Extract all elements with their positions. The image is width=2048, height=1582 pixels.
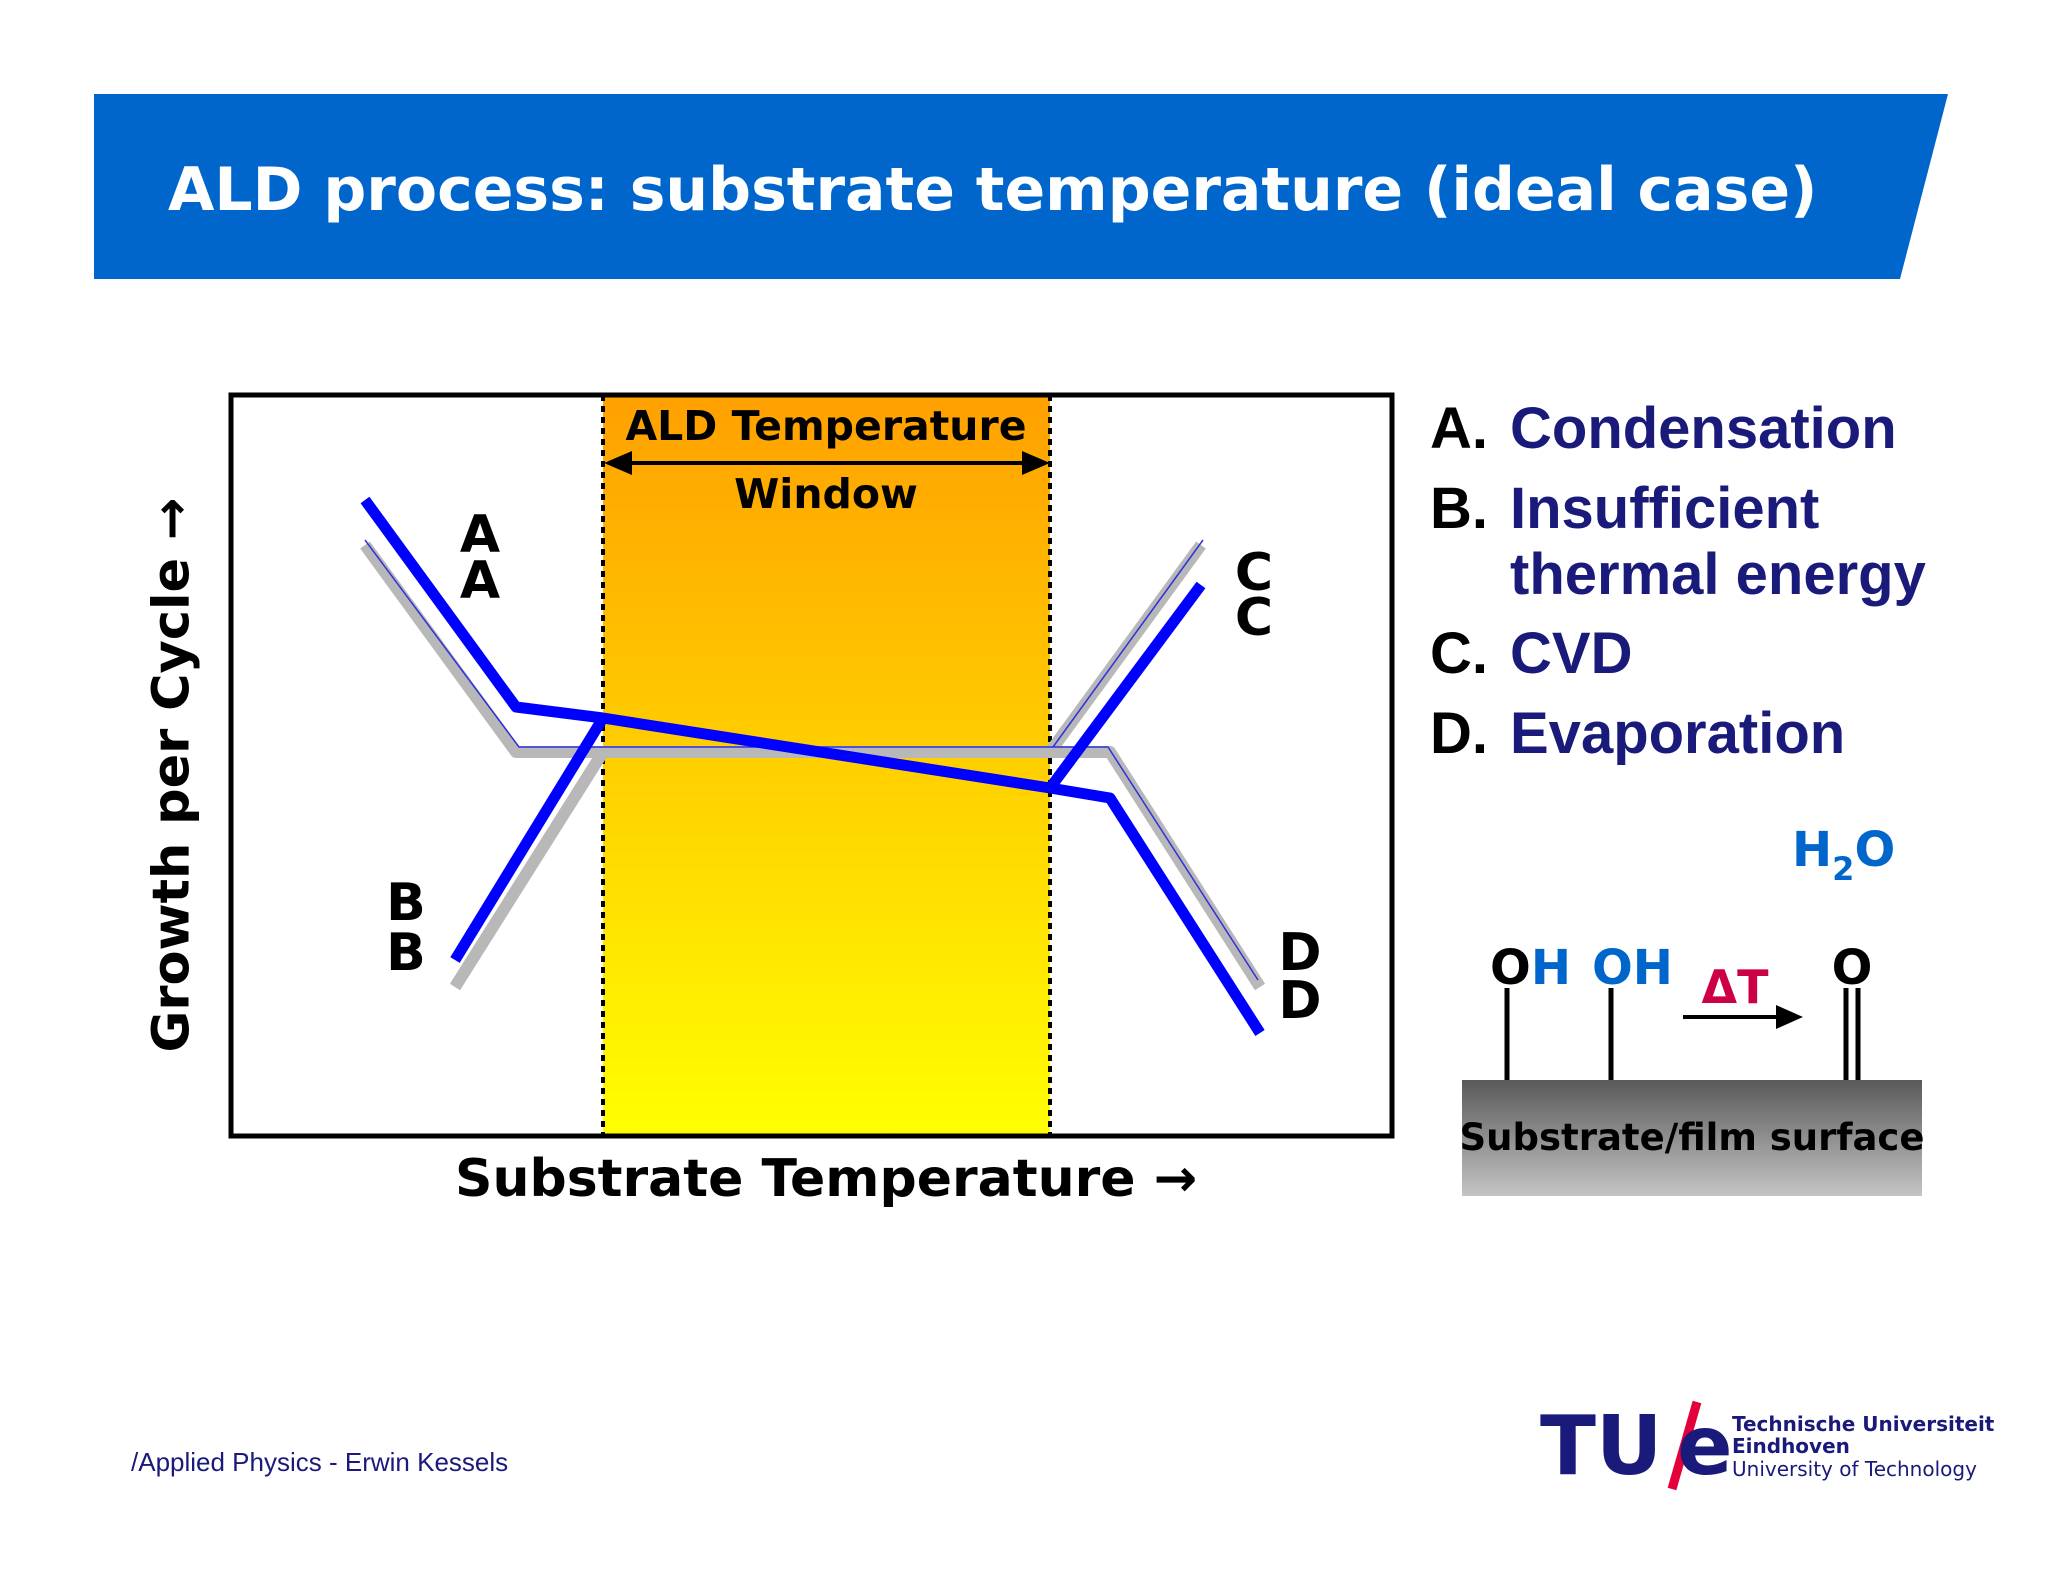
plot-frame: [228, 392, 1395, 1139]
curve-label-c-shadow: C: [1235, 543, 1273, 603]
curve-d-line: [1049, 782, 1265, 1036]
ald-window: [603, 395, 1050, 1136]
logo-slash: [1667, 1400, 1702, 1491]
curve-label-d: D: [1278, 971, 1321, 1031]
window-label-line2: Window: [734, 470, 918, 518]
legend-letter: D.: [1430, 701, 1488, 766]
legend-text: CVD: [1510, 621, 1633, 686]
curve-c-line: [1045, 581, 1206, 792]
oxygen-group: O: [1832, 940, 1873, 996]
water-molecule: H2O: [1792, 822, 1895, 888]
legend-text: thermal energy: [1510, 542, 1926, 607]
curve-b-line: [450, 715, 608, 963]
logo-line1: Technische Universiteit: [1732, 1412, 1995, 1436]
curve-label-d-shadow: D: [1278, 923, 1321, 983]
logo-line2: Eindhoven: [1732, 1434, 1850, 1458]
window-label-line1: ALD Temperature: [625, 402, 1026, 450]
shadow-curve-b: [449, 748, 609, 991]
legend-letter: A.: [1430, 396, 1488, 461]
title-banner: [94, 94, 1948, 279]
substrate-block: [1462, 1080, 1922, 1196]
ideal-sloped-line: [602, 712, 1051, 794]
curve-label-b: B: [386, 923, 426, 983]
hydroxyl-group-1: OH: [1490, 940, 1571, 996]
shadow-curve-a: [360, 541, 603, 758]
logo-mark-e: e: [1677, 1399, 1733, 1494]
legend-text: Condensation: [1510, 396, 1897, 461]
curve-label-a-shadow: A: [460, 505, 500, 565]
legend-text: Insufficient: [1510, 476, 1820, 541]
logo-line3: University of Technology: [1732, 1457, 1977, 1481]
logo-mark-tu: TU: [1540, 1399, 1663, 1494]
curve-label-a: A: [460, 551, 500, 611]
curve-a-line: [360, 496, 604, 724]
curve-label-b-shadow: B: [386, 873, 426, 933]
substrate-label: Substrate/film surface: [1460, 1116, 1925, 1159]
legend-letter: B.: [1430, 476, 1488, 541]
legend-text: Evaporation: [1510, 701, 1846, 766]
window-width-arrow: [604, 451, 1050, 475]
footer-credit: /Applied Physics - Erwin Kessels: [131, 1447, 509, 1477]
blue-curves: [360, 496, 1265, 1036]
curve-label-c: C: [1235, 588, 1273, 648]
hydroxyl-group-2: OH: [1592, 940, 1673, 996]
legend-letter: C.: [1430, 621, 1488, 686]
reaction-arrow: [1683, 1005, 1803, 1029]
x-axis-label: Substrate Temperature →: [455, 1149, 1198, 1209]
delta-t-label: ΔT: [1702, 960, 1770, 1014]
slide-title: ALD process: substrate temperature (idea…: [168, 155, 1818, 225]
